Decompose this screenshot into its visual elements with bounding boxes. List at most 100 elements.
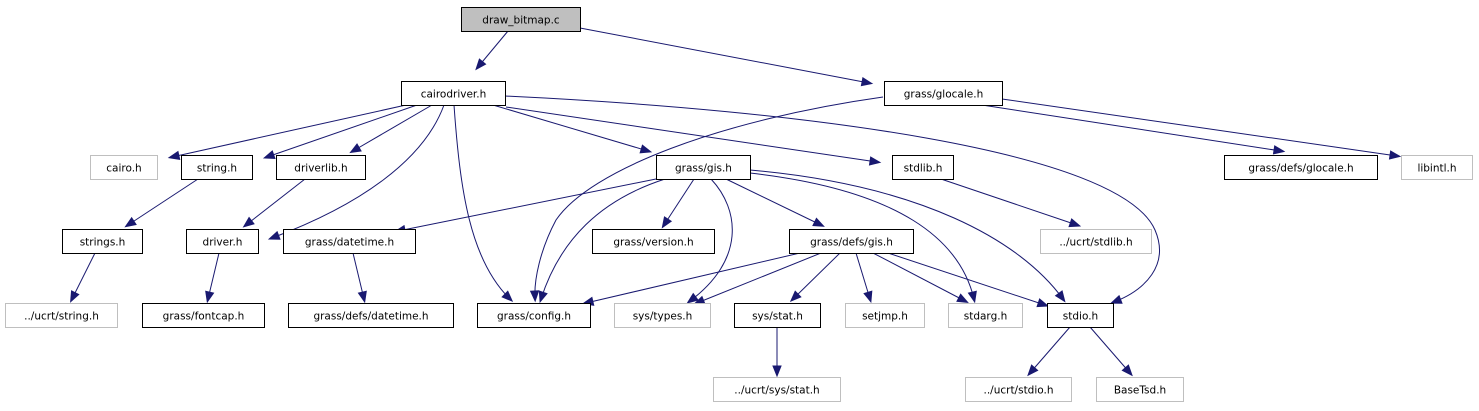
node-label: sys/stat.h xyxy=(752,311,803,323)
node-box xyxy=(845,303,925,328)
node-label: strings.h xyxy=(80,237,126,249)
edge-line xyxy=(579,27,870,84)
node-cairo: cairo.h xyxy=(90,155,158,180)
edge-gis-to-datetime xyxy=(393,178,657,235)
edge-line xyxy=(1029,326,1071,374)
node-box xyxy=(614,303,711,328)
edge-gis-to-config xyxy=(538,178,666,304)
edge-sys_stat-to-ucrt_sys_stat xyxy=(772,327,782,378)
node-box xyxy=(276,155,366,180)
edge-line xyxy=(872,252,966,302)
arrowhead-icon xyxy=(205,290,215,304)
arrowhead-icon xyxy=(1109,294,1123,304)
edge-glocale-to-config xyxy=(529,96,884,303)
node-box xyxy=(892,155,954,180)
arrowhead-icon xyxy=(868,156,882,166)
edge-stdio-to-basetsd xyxy=(1089,326,1133,377)
node-config[interactable]: grass/config.h xyxy=(477,303,591,328)
edge-line xyxy=(663,178,695,226)
node-driver[interactable]: driver.h xyxy=(186,229,259,254)
node-label: ../ucrt/stdio.h xyxy=(983,385,1053,397)
arrowhead-icon xyxy=(1068,218,1082,228)
edge-line xyxy=(534,96,884,299)
edge-stdlib-to-ucrt_stdlib xyxy=(940,178,1082,228)
node-label: grass/gis.h xyxy=(675,163,732,175)
node-defs-glocale[interactable]: grass/defs/glocale.h xyxy=(1224,155,1378,180)
arrowhead-icon xyxy=(812,217,825,227)
nodes-layer: draw_bitmap.c cairodriver.h grass/glocale.… xyxy=(5,7,1473,402)
edge-gis-to-defs_gis xyxy=(725,178,825,227)
edge-line xyxy=(1001,98,1398,157)
edge-line xyxy=(792,252,841,300)
node-label: grass/glocale.h xyxy=(904,89,983,101)
node-label: stdlib.h xyxy=(904,163,943,175)
arrowhead-icon xyxy=(267,230,281,240)
node-draw-bitmap: draw_bitmap.c xyxy=(461,7,581,32)
node-basetsd: BaseTsd.h xyxy=(1096,377,1184,402)
edge-line xyxy=(696,252,822,304)
node-setjmp: setjmp.h xyxy=(845,303,925,328)
arrowhead-icon xyxy=(242,216,255,228)
node-label: grass/datetime.h xyxy=(305,237,394,249)
edge-line xyxy=(171,104,407,158)
arrowhead-icon xyxy=(538,290,548,304)
edge-line xyxy=(397,178,657,232)
node-box xyxy=(884,81,1003,106)
node-defs-datetime[interactable]: grass/defs/datetime.h xyxy=(288,303,454,328)
node-string[interactable]: string.h xyxy=(181,155,253,180)
edge-strings-to-ucrt_string xyxy=(70,252,96,303)
edge-cairodriver-to-string xyxy=(262,104,418,160)
node-label: driverlib.h xyxy=(294,163,347,175)
arrowhead-icon xyxy=(1036,298,1050,308)
node-datetime[interactable]: grass/datetime.h xyxy=(283,229,416,254)
node-box xyxy=(283,229,416,254)
node-box xyxy=(62,229,143,254)
edge-cairodriver-to-driver xyxy=(267,104,445,240)
edge-defs_gis-to-setjmp xyxy=(855,252,873,304)
node-box xyxy=(181,155,253,180)
node-strings[interactable]: strings.h xyxy=(62,229,143,254)
node-label: BaseTsd.h xyxy=(1114,385,1166,397)
node-fontcap[interactable]: grass/fontcap.h xyxy=(142,303,265,328)
node-label: ../ucrt/stdlib.h xyxy=(1059,237,1132,249)
node-sys-stat[interactable]: sys/stat.h xyxy=(734,303,821,328)
node-stdio[interactable]: stdio.h xyxy=(1047,303,1114,328)
node-box xyxy=(1401,155,1473,180)
node-stdlib[interactable]: stdlib.h xyxy=(892,155,954,180)
node-version[interactable]: grass/version.h xyxy=(592,229,715,254)
node-box xyxy=(461,7,581,32)
arrowhead-icon xyxy=(349,143,362,154)
node-label: stdarg.h xyxy=(964,311,1007,323)
node-ucrt-stdio: ../ucrt/stdio.h xyxy=(965,377,1072,402)
edge-string-to-strings xyxy=(124,178,199,228)
arrowhead-icon xyxy=(863,290,873,304)
arrowhead-icon xyxy=(686,292,699,304)
node-driverlib[interactable]: driverlib.h xyxy=(276,155,366,180)
node-box xyxy=(401,81,506,106)
node-glocale[interactable]: grass/glocale.h xyxy=(884,81,1003,106)
node-box xyxy=(5,303,118,328)
node-label: draw_bitmap.c xyxy=(482,15,560,27)
node-cairodriver[interactable]: cairodriver.h xyxy=(401,81,506,106)
edge-line xyxy=(725,178,822,226)
node-box xyxy=(477,303,591,328)
arrowhead-icon xyxy=(1027,364,1039,377)
node-box xyxy=(288,303,454,328)
node-label: grass/config.h xyxy=(497,311,571,323)
node-label: grass/defs/datetime.h xyxy=(313,311,428,323)
node-box xyxy=(789,229,914,254)
arrowhead-icon xyxy=(1272,145,1286,155)
edge-defs_gis-to-sys_stat xyxy=(789,252,841,303)
edge-cairodriver-to-stdlib xyxy=(505,106,882,166)
edge-line xyxy=(940,178,1078,226)
edge-line xyxy=(749,172,975,300)
node-label: grass/defs/gis.h xyxy=(810,237,893,249)
node-gis[interactable]: grass/gis.h xyxy=(656,155,751,180)
edge-line xyxy=(477,30,509,68)
node-box xyxy=(734,303,821,328)
node-defs-gis[interactable]: grass/defs/gis.h xyxy=(789,229,914,254)
node-box xyxy=(656,155,751,180)
arrowhead-icon xyxy=(1388,150,1402,160)
arrowhead-icon xyxy=(1121,364,1133,377)
node-label: driver.h xyxy=(203,237,243,249)
